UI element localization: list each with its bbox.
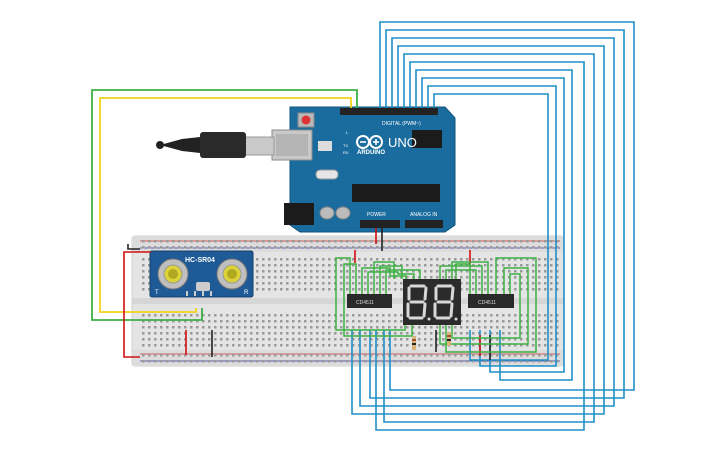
segment-wires[interactable]: [335, 257, 537, 353]
arduino-model-label: UNO: [388, 135, 417, 150]
arduino-uno-board[interactable]: ARDUINO UNO DIGITAL (PWM~) POWER ANALOG …: [271, 106, 456, 233]
sensor-model-label: HC-SR04: [185, 257, 215, 264]
sensor-t-label: T: [155, 290, 159, 296]
power-wires[interactable]: [123, 228, 491, 360]
left-chip-label: CD4511: [356, 300, 374, 306]
resistor[interactable]: [447, 332, 451, 346]
analog-header-label: ANALOG IN: [410, 212, 438, 218]
digital-header-label: DIGITAL (PWM~): [382, 121, 421, 127]
resistor[interactable]: [412, 336, 416, 350]
sensor-signal-wires[interactable]: [91, 89, 358, 321]
sensor-r-label: R: [244, 290, 249, 296]
rx-led-label: RX: [343, 150, 349, 155]
tx-led-label: TX: [343, 143, 348, 148]
cd4511-left-chip[interactable]: CD4511: [347, 294, 392, 308]
power-header-label: POWER: [367, 212, 386, 218]
arduino-brand-label: ARDUINO: [357, 150, 385, 156]
seven-segment-display[interactable]: [403, 279, 461, 325]
blue-wires[interactable]: [351, 21, 635, 431]
hc-sr04-sensor[interactable]: HC-SR04 T R: [149, 250, 254, 298]
cd4511-right-chip[interactable]: CD4511: [468, 294, 514, 308]
usb-cable[interactable]: [156, 132, 275, 158]
right-chip-label: CD4511: [478, 300, 496, 306]
l-led-label: L: [346, 130, 349, 135]
arduino-logo-icon: [356, 135, 383, 149]
